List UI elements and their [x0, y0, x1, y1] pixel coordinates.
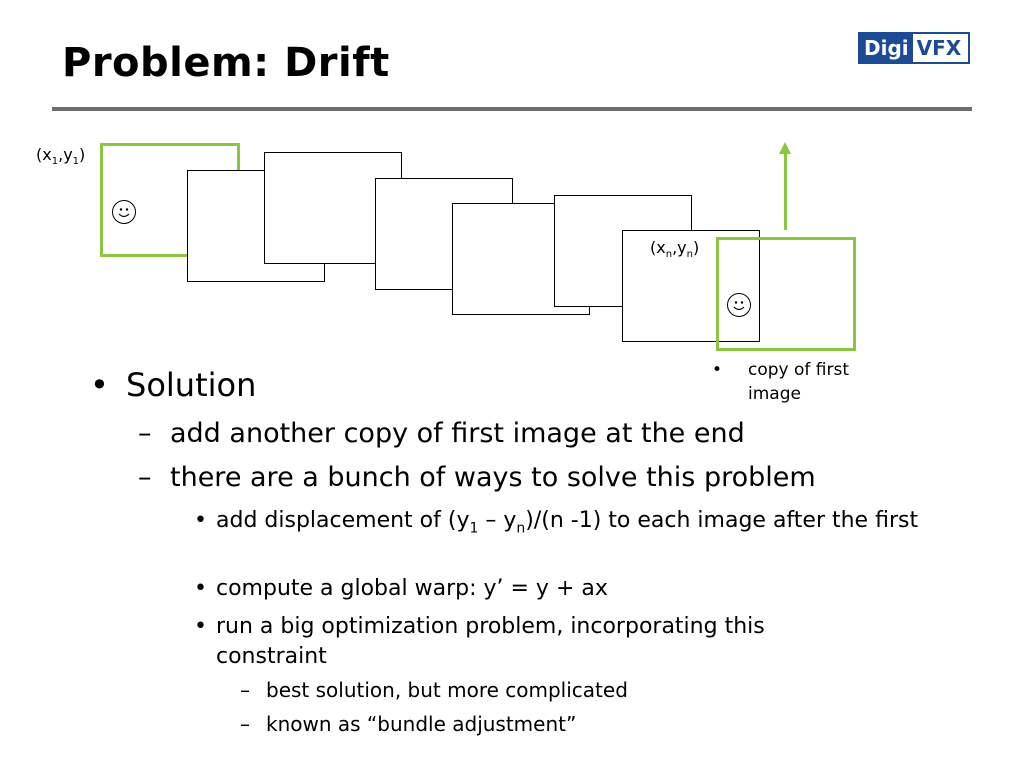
slide-title: Problem: Drift — [62, 40, 390, 86]
logo-part1: Digi — [860, 34, 913, 62]
subsub-text: best solution, but more complicated — [266, 678, 628, 702]
sub-bullet-text: add another copy of first image at the e… — [170, 418, 745, 449]
logo-part2: VFX — [916, 36, 962, 60]
first-smiley-icon — [112, 200, 136, 224]
bullet-icon: • — [194, 576, 207, 601]
sub-bullet-text: there are a bunch of ways to solve this … — [170, 462, 816, 493]
copy-smiley-icon — [727, 293, 751, 317]
bullet-icon: • — [194, 508, 207, 533]
bullet-icon: • — [194, 614, 207, 639]
bullet-icon: • — [712, 360, 723, 380]
copy-note: • copy of first image — [712, 358, 892, 406]
dash-icon: – — [240, 712, 250, 736]
image-frame-last — [622, 230, 760, 342]
end-coord-label: (xn,yn) — [650, 238, 700, 261]
item-text: add displacement of (y1 – yn)/(n -1) to … — [216, 508, 919, 537]
image-frame-copy — [716, 237, 856, 351]
digivfx-logo: Digi VFX — [858, 32, 970, 64]
dash-icon: – — [138, 418, 152, 449]
dash-icon: – — [240, 678, 250, 702]
subsub-text: known as “bundle adjustment” — [266, 712, 577, 736]
item-text: run a big optimization problem, incorpor… — [216, 614, 765, 669]
bullet-text: Solution — [126, 366, 257, 404]
item-text: compute a global warp: y’ = y + ax — [216, 576, 608, 601]
bullet-icon: • — [90, 366, 109, 404]
title-rule — [52, 107, 972, 111]
dash-icon: – — [138, 462, 152, 493]
start-coord-label: (x1,y1) — [36, 145, 86, 168]
copy-note-text: copy of first image — [748, 360, 850, 404]
